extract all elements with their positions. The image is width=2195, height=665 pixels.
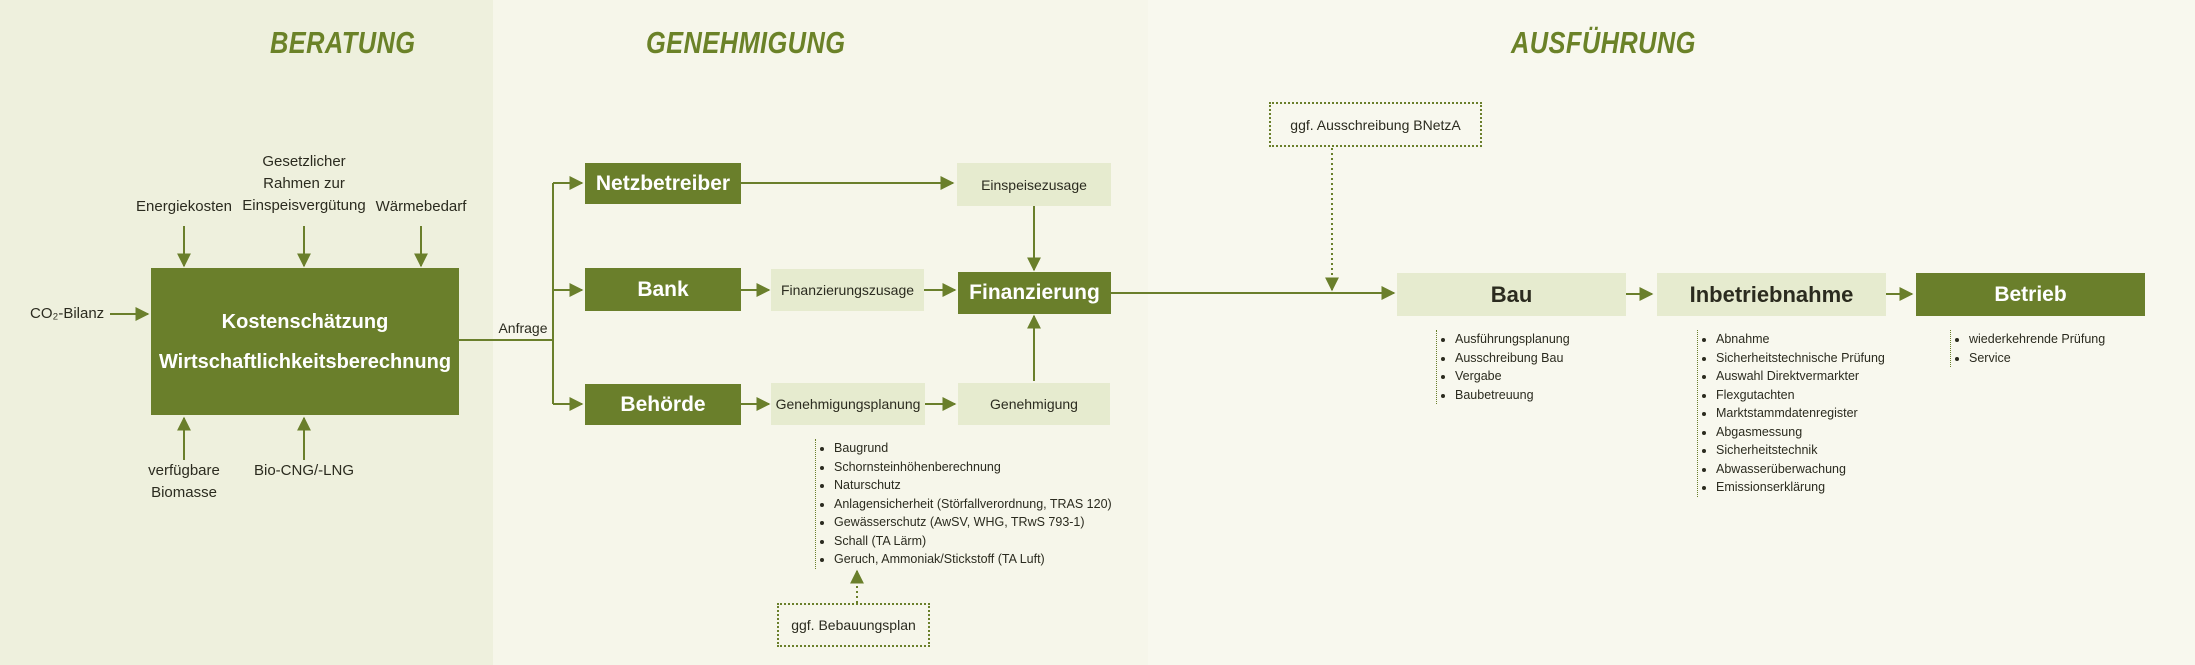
- finanzierungszusage-box[interactable]: Finanzierungszusage: [771, 269, 924, 311]
- einspeisezusage-box[interactable]: Einspeisezusage: [957, 163, 1111, 206]
- list-item: Baugrund: [834, 439, 1112, 458]
- biomasse-line-1: verfügbare: [148, 462, 220, 479]
- betrieb-list: wiederkehrende Prüfung Service: [1950, 330, 2105, 367]
- input-energiekosten: Energiekosten: [136, 198, 232, 215]
- list-item: Marktstammdatenregister: [1716, 404, 1885, 423]
- list-item: Ausführungsplanung: [1455, 330, 1570, 349]
- genehmigungsplanung-list: Baugrund Schornsteinhöhenberechnung Natu…: [815, 439, 1112, 569]
- list-item: Auswahl Direktvermarkter: [1716, 367, 1885, 386]
- bau-list: Ausführungsplanung Ausschreibung Bau Ver…: [1436, 330, 1570, 404]
- ausfuehrung-background: [1148, 0, 2195, 665]
- inbetriebnahme-box[interactable]: Inbetriebnahme: [1657, 273, 1886, 316]
- list-item: Abgasmessung: [1716, 423, 1885, 442]
- genehmigungsplanung-box[interactable]: Genehmigungsplanung: [771, 383, 925, 425]
- finanzierung-box[interactable]: Finanzierung: [958, 272, 1111, 314]
- betrieb-box[interactable]: Betrieb: [1916, 273, 2145, 316]
- phase-title-beratung: BERATUNG: [270, 25, 416, 60]
- input-gesetzlicher-rahmen: Gesetzlicher Rahmen zur Einspeisvergütun…: [239, 151, 369, 217]
- bebauungsplan-box[interactable]: ggf. Bebauungsplan: [777, 603, 930, 647]
- list-item: Geruch, Ammoniak/Stickstoff (TA Luft): [834, 550, 1112, 569]
- input-bio-cng: Bio-CNG/-LNG: [253, 462, 354, 479]
- list-item: Gewässerschutz (AwSV, WHG, TRwS 793-1): [834, 513, 1112, 532]
- list-item: Abnahme: [1716, 330, 1885, 349]
- bau-box[interactable]: Bau: [1397, 273, 1626, 316]
- netzbetreiber-box[interactable]: Netzbetreiber: [585, 163, 741, 204]
- list-item: Abwasserüberwachung: [1716, 460, 1885, 479]
- behoerde-box[interactable]: Behörde: [585, 384, 741, 425]
- genehmigung-background: [493, 0, 1148, 665]
- phase-title-genehmigung: GENEHMIGUNG: [646, 25, 846, 60]
- list-item: Naturschutz: [834, 476, 1112, 495]
- list-item: Emissionserklärung: [1716, 478, 1885, 497]
- genehmigung-box[interactable]: Genehmigung: [958, 383, 1110, 425]
- bank-box[interactable]: Bank: [585, 268, 741, 311]
- list-item: Schornsteinhöhenberechnung: [834, 458, 1112, 477]
- list-item: Flexgutachten: [1716, 386, 1885, 405]
- list-item: Service: [1969, 349, 2105, 368]
- gesetz-line-3: Einspeisvergütung: [242, 197, 366, 214]
- inbetriebnahme-list: Abnahme Sicherheitstechnische Prüfung Au…: [1697, 330, 1885, 497]
- kostenschaetzung-box[interactable]: Kostenschätzung Wirtschaftlichkeitsberec…: [151, 268, 459, 415]
- list-item: Sicherheitstechnik: [1716, 441, 1885, 460]
- gesetz-line-2: Rahmen zur: [263, 175, 345, 192]
- kostenschaetzung-line: Kostenschätzung: [221, 310, 389, 333]
- biomasse-line-2: Biomasse: [151, 484, 217, 501]
- gesetz-line-1: Gesetzlicher: [262, 153, 346, 170]
- ausschreibung-bnetza-box[interactable]: ggf. Ausschreibung BNetzA: [1269, 102, 1482, 147]
- list-item: Baubetreuung: [1455, 386, 1570, 405]
- input-co2-bilanz: CO₂-Bilanz: [30, 305, 105, 322]
- anfrage-label: Anfrage: [498, 320, 548, 336]
- input-waermebedarf: Wärmebedarf: [375, 198, 467, 215]
- input-biomasse: verfügbare Biomasse: [134, 460, 234, 504]
- list-item: wiederkehrende Prüfung: [1969, 330, 2105, 349]
- list-item: Schall (TA Lärm): [834, 532, 1112, 551]
- phase-title-ausfuehrung: AUSFÜHRUNG: [1511, 25, 1696, 60]
- list-item: Anlagensicherheit (Störfallverordnung, T…: [834, 495, 1112, 514]
- wirtschaftlichkeit-line: Wirtschaftlichkeitsberechnung: [158, 350, 452, 373]
- list-item: Vergabe: [1455, 367, 1570, 386]
- list-item: Ausschreibung Bau: [1455, 349, 1570, 368]
- list-item: Sicherheitstechnische Prüfung: [1716, 349, 1885, 368]
